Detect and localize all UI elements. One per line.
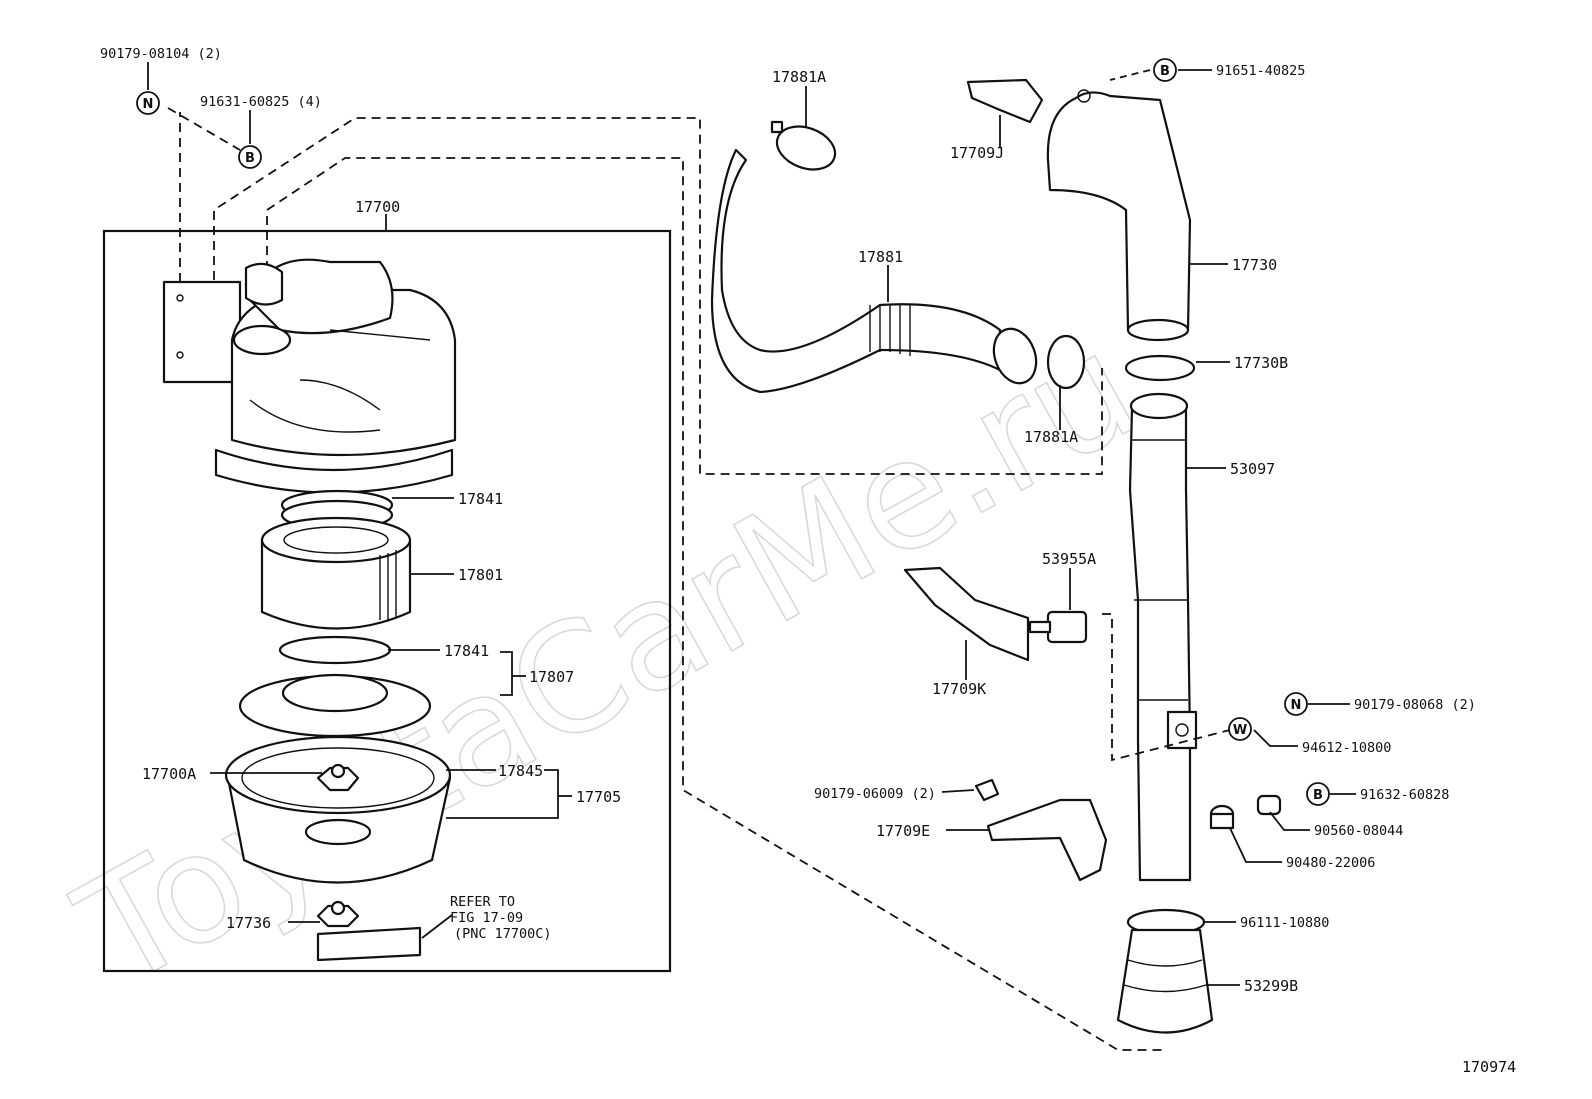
svg-text:N: N <box>1291 698 1302 713</box>
label-90179-06009: 90179-06009 (2) <box>814 786 936 802</box>
label-91631-60825: 91631-60825 (4) <box>200 94 322 110</box>
figure-number: 170974 <box>1462 1058 1516 1076</box>
bracket-17709J <box>966 78 1044 124</box>
symbol-b-top-left: B <box>238 145 262 169</box>
label-91632-60828: 91632-60828 <box>1360 787 1449 803</box>
watermark: ToyotaCarMe.ru <box>52 300 1164 1022</box>
label-17730: 17730 <box>1232 256 1277 274</box>
symbol-b-top-right: B <box>1153 58 1177 82</box>
clamp-17730B <box>1124 354 1196 382</box>
plug-90480-22006 <box>1209 804 1235 830</box>
svg-text:B: B <box>1160 64 1170 79</box>
bracket-17709E <box>986 798 1108 882</box>
symbol-n-top-left: N <box>136 91 160 115</box>
label-96111-10880: 96111-10880 <box>1240 915 1329 931</box>
label-90179-08104: 90179-08104 (2) <box>100 46 222 62</box>
label-53097: 53097 <box>1230 460 1275 478</box>
label-17841-bottom: 17841 <box>444 642 489 660</box>
filter-element-17801 <box>260 516 412 630</box>
leader-lines <box>147 62 1356 986</box>
clamp-17881A-top <box>770 120 837 171</box>
label-refer-to: REFER TO <box>450 894 515 910</box>
cup-17845 <box>224 735 452 884</box>
svg-text:B: B <box>245 151 255 166</box>
label-17700: 17700 <box>355 198 400 216</box>
clamp-17881A-bottom <box>992 327 1086 390</box>
label-pnc-17700c: (PNC 17700C) <box>454 926 552 942</box>
label-fig-17-09: FIG 17-09 <box>450 910 523 926</box>
symbol-n-right: N <box>1284 692 1308 716</box>
label-17705: 17705 <box>576 788 621 806</box>
dashed-guide-2 <box>266 157 1165 1051</box>
boot-53299B <box>1116 928 1214 1034</box>
label-53955A: 53955A <box>1042 550 1096 568</box>
svg-text:B: B <box>1313 788 1323 803</box>
label-17709J: 17709J <box>950 144 1004 162</box>
clip-90179-06009 <box>974 778 1000 802</box>
svg-text:N: N <box>143 97 154 112</box>
bracket-17709K <box>903 566 1030 662</box>
symbol-w-right: W <box>1228 717 1252 741</box>
svg-text:W: W <box>1233 723 1247 738</box>
pipe-53097 <box>1128 392 1198 882</box>
label-17709E: 17709E <box>876 822 930 840</box>
label-17736: 17736 <box>226 914 271 932</box>
air-cleaner-case <box>162 258 457 494</box>
cap-90560-08044 <box>1256 794 1282 816</box>
wing-nut-17736 <box>316 900 422 962</box>
wing-nut-17700A <box>316 763 360 792</box>
label-17881: 17881 <box>858 248 903 266</box>
label-17845: 17845 <box>498 762 543 780</box>
gasket-17841-bottom <box>278 635 392 665</box>
label-91651-40825: 91651-40825 <box>1216 63 1305 79</box>
hose-17881 <box>710 148 1002 394</box>
label-17801: 17801 <box>458 566 503 584</box>
label-17709K: 17709K <box>932 680 986 698</box>
label-17881A-bottom: 17881A <box>1024 428 1078 446</box>
label-17841-top: 17841 <box>458 490 503 508</box>
elbow-17730 <box>1046 89 1192 342</box>
valve-53955A <box>1028 610 1088 644</box>
label-94612-10800: 94612-10800 <box>1302 740 1391 756</box>
label-17807: 17807 <box>529 668 574 686</box>
label-90480-22006: 90480-22006 <box>1286 855 1375 871</box>
assembly-box-17700 <box>102 229 672 973</box>
cap-17807 <box>238 673 432 738</box>
label-90560-08044: 90560-08044 <box>1314 823 1403 839</box>
label-17881A-top: 17881A <box>772 68 826 86</box>
label-90179-08068: 90179-08068 (2) <box>1354 697 1476 713</box>
label-53299B: 53299B <box>1244 977 1298 995</box>
label-17730B: 17730B <box>1234 354 1288 372</box>
dashed-guide-1 <box>213 117 1103 475</box>
label-17700A: 17700A <box>142 765 196 783</box>
symbol-b-right: B <box>1306 782 1330 806</box>
